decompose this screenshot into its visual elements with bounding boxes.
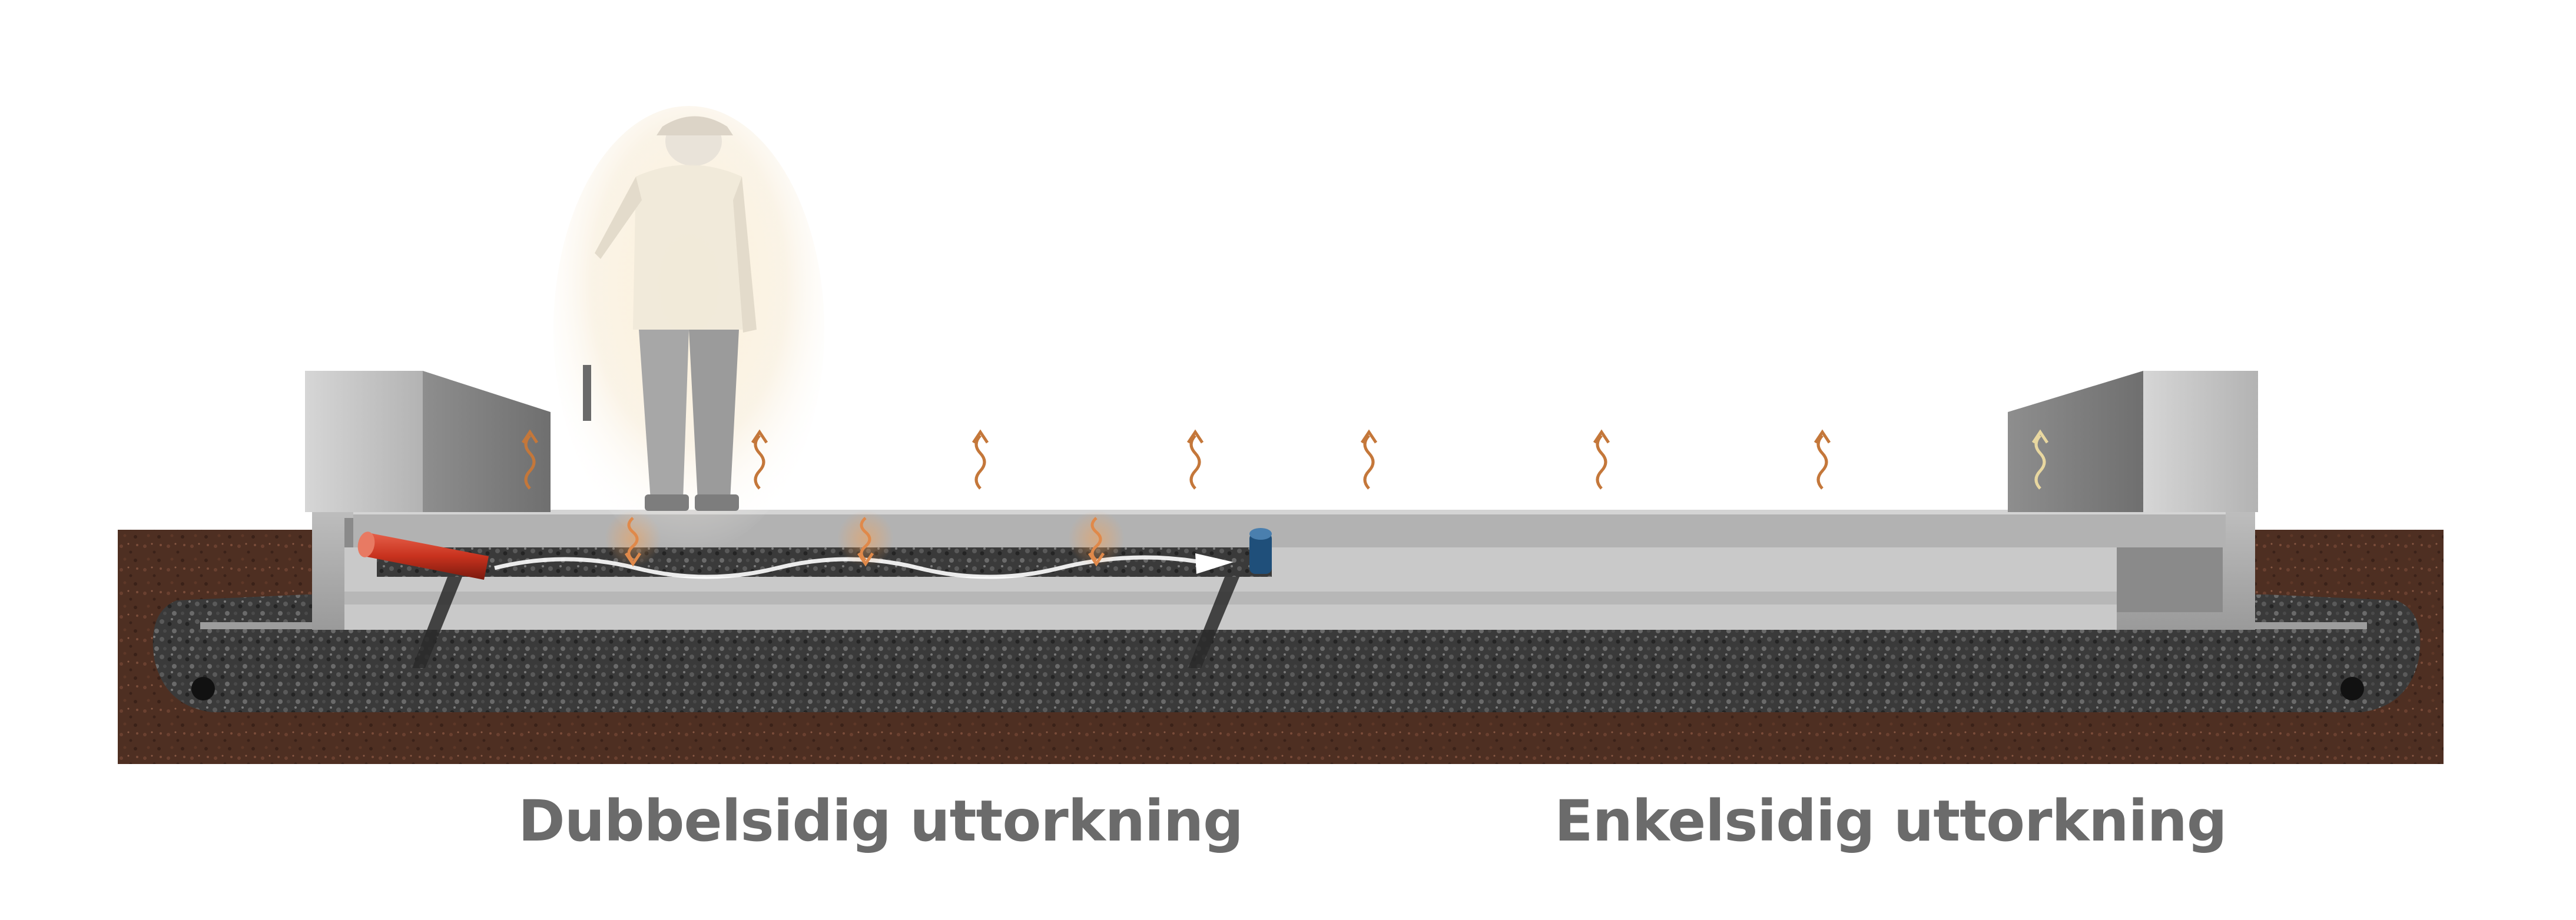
airflow-arrowhead-icon [1195,553,1234,574]
support-leg-right [1188,577,1239,668]
moisture-up-arrows [521,429,2049,490]
moisture-wave-arrow-icon [624,517,642,567]
support-leg-left [412,577,462,668]
moisture-wave-arrow-icon [857,517,874,567]
drain-pipe-right-icon [2340,677,2364,700]
lower-slab-shade [344,592,2117,605]
wall-block-right [2008,371,2258,512]
moisture-wave-arrow-icon [1186,429,1204,490]
moisture-wave-arrow-icon [521,429,539,490]
moisture-wave-arrow-icon [1814,429,1831,490]
heating-pipe-icon [357,532,489,580]
moisture-wave-arrow-icon [2031,429,2049,490]
moisture-wave-arrow-icon [972,429,989,490]
wall-block-left [305,371,551,512]
moisture-wave-arrow-icon [1088,517,1105,567]
top-slab-edge [353,510,2226,514]
moisture-wave-arrow-icon [1360,429,1378,490]
drain-pipe-left-icon [191,677,215,700]
caption-dual-sided-drying: Dubbelsidig uttorkning [518,788,1244,854]
ground-strip-left [200,622,315,629]
ground-strip-right [2252,622,2367,629]
caption-single-sided-drying: Enkelsidig uttorkning [1554,788,2227,854]
worker-silhouette-icon [553,106,824,553]
moisture-wave-arrow-icon [751,429,768,490]
moisture-down-arrows [624,517,1105,567]
moisture-wave-arrow-icon [1593,429,1610,490]
return-pipe-icon [1249,528,1272,574]
